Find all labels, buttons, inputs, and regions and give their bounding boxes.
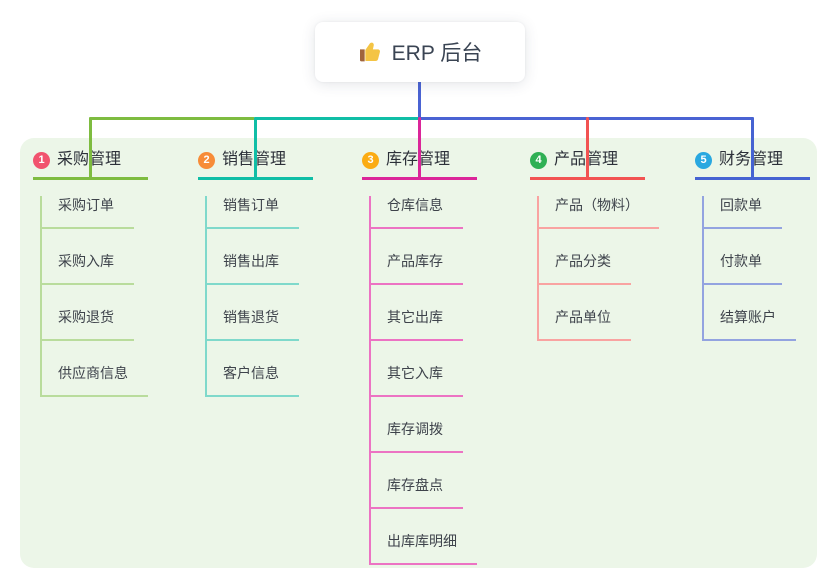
child-node[interactable]: 仓库信息 [371, 196, 517, 229]
branch-drop-line-2 [254, 117, 257, 179]
child-node-label: 客户信息 [207, 364, 299, 397]
child-node[interactable]: 库存盘点 [371, 476, 517, 509]
branch-drop-line-1 [89, 117, 92, 179]
branch-children: 产品（物料） 产品分类产品单位 [537, 196, 685, 341]
root-connector-line [418, 82, 421, 118]
child-node[interactable]: 采购入库 [42, 252, 188, 285]
connector-bus-segment-2 [254, 117, 419, 120]
child-node[interactable]: 产品库存 [371, 252, 517, 285]
child-node[interactable]: 回款单 [704, 196, 839, 229]
child-node[interactable]: 供应商信息 [42, 364, 188, 397]
child-node[interactable]: 库存调拨 [371, 420, 517, 453]
branch-column-3: 3库存管理仓库信息产品库存其它出库其它入库库存调拨库存盘点出库库明细 [362, 149, 517, 565]
child-node-label: 其它入库 [371, 364, 463, 397]
branch-column-5: 5财务管理回款单付款单结算账户 [695, 149, 839, 341]
child-node-label: 结算账户 [704, 308, 796, 341]
child-node-label: 库存调拨 [371, 420, 463, 453]
child-node-label: 产品单位 [539, 308, 631, 341]
branch-drop-line-5 [751, 117, 754, 179]
branch-drop-line-4 [586, 117, 589, 179]
child-node-label: 供应商信息 [42, 364, 148, 397]
child-node[interactable]: 结算账户 [704, 308, 839, 341]
child-node[interactable]: 其它入库 [371, 364, 517, 397]
branch-children: 采购订单采购入库采购退货供应商信息 [40, 196, 188, 397]
child-node[interactable]: 其它出库 [371, 308, 517, 341]
child-node-label: 销售退货 [207, 308, 299, 341]
child-node[interactable]: 产品（物料） [539, 196, 685, 229]
branch-column-2: 2销售管理销售订单销售出库销售退货客户信息 [198, 149, 353, 397]
child-node-label: 产品库存 [371, 252, 463, 285]
child-node-label: 其它出库 [371, 308, 463, 341]
child-node[interactable]: 客户信息 [207, 364, 353, 397]
branch-number-badge: 5 [695, 151, 712, 169]
child-node[interactable]: 销售订单 [207, 196, 353, 229]
branch-number-badge: 4 [530, 151, 547, 169]
child-node-label: 付款单 [704, 252, 782, 285]
child-node-label: 回款单 [704, 196, 782, 229]
branch-number-badge: 2 [198, 151, 215, 169]
child-node-label: 仓库信息 [371, 196, 463, 229]
child-node[interactable]: 产品单位 [539, 308, 685, 341]
branch-number-badge: 1 [33, 151, 50, 169]
child-node-label: 销售出库 [207, 252, 299, 285]
root-node[interactable]: ERP 后台 [315, 22, 525, 82]
child-node-label: 出库库明细 [371, 532, 477, 565]
thumbs-up-icon [358, 40, 382, 64]
root-node-label: ERP 后台 [391, 42, 483, 65]
child-node-label: 采购入库 [42, 252, 134, 285]
child-node-label: 产品（物料） [539, 196, 659, 229]
branch-column-1: 1采购管理采购订单采购入库采购退货供应商信息 [33, 149, 188, 397]
child-node-label: 销售订单 [207, 196, 299, 229]
child-node-label: 采购退货 [42, 308, 134, 341]
child-node[interactable]: 采购订单 [42, 196, 188, 229]
child-node[interactable]: 出库库明细 [371, 532, 517, 565]
child-node-label: 库存盘点 [371, 476, 463, 509]
child-node[interactable]: 产品分类 [539, 252, 685, 285]
child-node[interactable]: 销售出库 [207, 252, 353, 285]
branch-children: 回款单付款单结算账户 [702, 196, 839, 341]
branch-children: 销售订单销售出库销售退货客户信息 [205, 196, 353, 397]
child-node[interactable]: 销售退货 [207, 308, 353, 341]
child-node-label: 采购订单 [42, 196, 134, 229]
child-node-label: 产品分类 [539, 252, 631, 285]
connector-bus-segment-1 [89, 117, 255, 120]
branch-number-badge: 3 [362, 151, 379, 169]
child-node[interactable]: 采购退货 [42, 308, 188, 341]
branches-panel: 1采购管理采购订单采购入库采购退货供应商信息2销售管理销售订单销售出库销售退货客… [20, 138, 817, 568]
child-node[interactable]: 付款单 [704, 252, 839, 285]
branch-children: 仓库信息产品库存其它出库其它入库库存调拨库存盘点出库库明细 [369, 196, 517, 565]
branch-drop-line-3 [418, 117, 421, 179]
